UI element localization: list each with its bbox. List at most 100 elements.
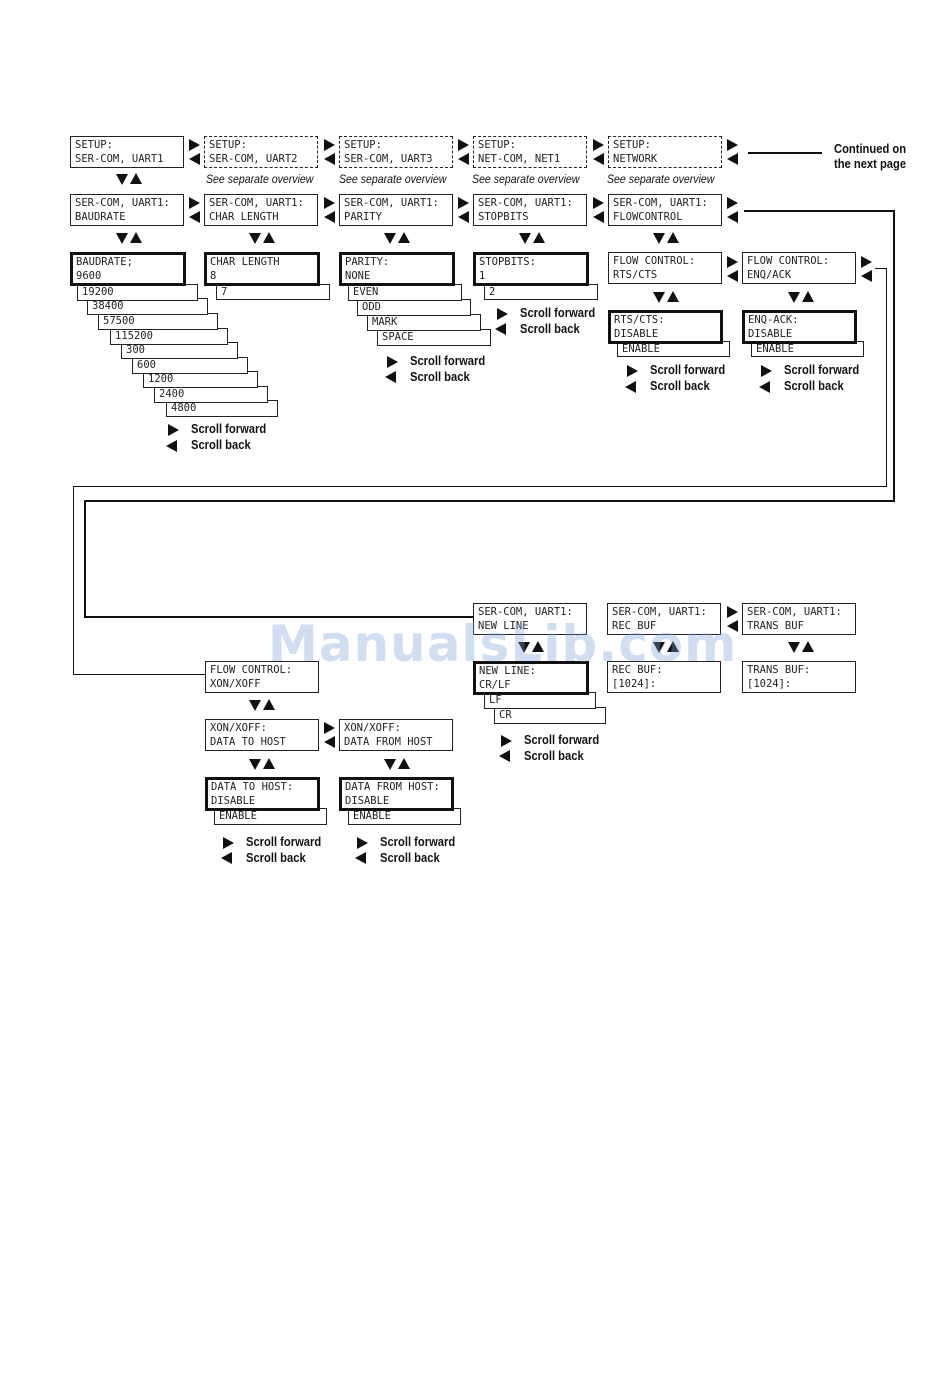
newline-selected-box: NEW LINE:CR/LF <box>473 661 589 695</box>
scroll-up-icon <box>130 232 142 243</box>
legend-forward-label: Scroll forward <box>380 834 456 849</box>
scroll-right-icon <box>324 139 335 151</box>
scroll-right-icon <box>324 197 335 209</box>
scroll-up-icon <box>263 758 275 769</box>
transbuf-menu-box: SER-COM, UART1:TRANS BUF <box>742 603 856 635</box>
option-box: ODD <box>357 299 471 316</box>
legend-forward-label: Scroll forward <box>524 732 600 747</box>
scroll-up-icon <box>802 291 814 302</box>
connector-line <box>73 674 206 675</box>
scroll-up-icon <box>263 699 275 710</box>
scroll-down-icon <box>116 174 128 185</box>
scroll-down-icon <box>653 292 665 303</box>
legend-back-label: Scroll back <box>380 850 440 865</box>
scroll-right-icon <box>727 197 738 209</box>
option-box: MARK <box>367 314 481 331</box>
scroll-right-icon <box>727 606 738 618</box>
scroll-right-icon <box>727 256 738 268</box>
legend-back-label: Scroll back <box>524 748 584 763</box>
scroll-left-icon <box>727 153 738 165</box>
legend-back-label: Scroll back <box>191 437 251 452</box>
connector-line <box>744 210 894 212</box>
scroll-left-icon <box>324 736 335 748</box>
scroll-back-icon <box>355 852 366 864</box>
scroll-forward-icon <box>761 365 772 377</box>
option-box: 115200 <box>110 328 228 345</box>
scroll-right-icon <box>458 197 469 209</box>
parity-menu-box: SER-COM, UART1:PARITY <box>339 194 453 226</box>
legend-forward-label: Scroll forward <box>784 362 860 377</box>
scroll-down-icon <box>518 642 530 653</box>
scroll-left-icon <box>324 211 335 223</box>
connector-line <box>893 210 895 502</box>
option-box: EVEN <box>348 284 462 301</box>
option-box: 7 <box>216 284 330 300</box>
scroll-up-icon <box>532 641 544 652</box>
legend-back-label: Scroll back <box>650 378 710 393</box>
flow-xonxoff-box: FLOW CONTROL:XON/XOFF <box>205 661 319 693</box>
baudrate-menu-box: SER-COM, UART1:BAUDRATE <box>70 194 184 226</box>
see-overview-note: See separate overview <box>472 172 580 186</box>
scroll-up-icon <box>398 232 410 243</box>
scroll-forward-icon <box>357 837 368 849</box>
connector-line <box>84 616 474 618</box>
scroll-forward-icon <box>627 365 638 377</box>
setup-net1-box: SETUP:NET-COM, NET1 <box>473 136 587 168</box>
watermark: ManualsLib.com <box>268 615 738 673</box>
scroll-back-icon <box>625 381 636 393</box>
setup-network-box: SETUP:NETWORK <box>608 136 722 168</box>
scroll-back-icon <box>759 381 770 393</box>
option-box: CR <box>494 707 606 724</box>
stopbits-menu-box: SER-COM, UART1:STOPBITS <box>473 194 587 226</box>
scroll-right-icon <box>727 139 738 151</box>
xon-to-host-box: XON/XOFF:DATA TO HOST <box>205 719 319 751</box>
scroll-right-icon <box>458 139 469 151</box>
flow-enqack-box: FLOW CONTROL:ENQ/ACK <box>742 252 856 284</box>
flow-rtscts-box: FLOW CONTROL:RTS/CTS <box>608 252 722 284</box>
scroll-right-icon <box>593 197 604 209</box>
scroll-down-icon <box>788 292 800 303</box>
scroll-down-icon <box>116 233 128 244</box>
scroll-back-icon <box>499 750 510 762</box>
scroll-left-icon <box>189 211 200 223</box>
scroll-up-icon <box>130 173 142 184</box>
scroll-back-icon <box>385 371 396 383</box>
continued-line <box>748 152 822 154</box>
legend-back-label: Scroll back <box>520 321 580 336</box>
scroll-down-icon <box>249 759 261 770</box>
option-box: 57500 <box>98 313 218 330</box>
option-box: SPACE <box>377 329 491 346</box>
scroll-back-icon <box>495 323 506 335</box>
scroll-forward-icon <box>501 735 512 747</box>
scroll-left-icon <box>593 211 604 223</box>
scroll-left-icon <box>324 153 335 165</box>
scroll-down-icon <box>384 233 396 244</box>
scroll-down-icon <box>519 233 531 244</box>
scroll-down-icon <box>249 700 261 711</box>
see-overview-note: See separate overview <box>206 172 314 186</box>
enqack-selected-box: ENQ-ACK:DISABLE <box>742 310 857 344</box>
scroll-left-icon <box>861 270 872 282</box>
transbuf-value-box: TRANS BUF:[1024]: <box>742 661 856 693</box>
scroll-right-icon <box>324 722 335 734</box>
scroll-down-icon <box>653 642 665 653</box>
scroll-up-icon <box>263 232 275 243</box>
scroll-right-icon <box>189 197 200 209</box>
scroll-left-icon <box>727 270 738 282</box>
scroll-down-icon <box>249 233 261 244</box>
charlength-menu-box: SER-COM, UART1:CHAR LENGTH <box>204 194 318 226</box>
see-overview-note: See separate overview <box>339 172 447 186</box>
recbuf-menu-box: SER-COM, UART1:REC BUF <box>607 603 721 635</box>
rtscts-selected-box: RTS/CTS:DISABLE <box>608 310 723 344</box>
scroll-up-icon <box>667 291 679 302</box>
legend-forward-label: Scroll forward <box>410 353 486 368</box>
xon-from-host-box: XON/XOFF:DATA FROM HOST <box>339 719 453 751</box>
scroll-up-icon <box>667 232 679 243</box>
legend-forward-label: Scroll forward <box>650 362 726 377</box>
option-box: ENABLE <box>751 341 864 357</box>
legend-forward-label: Scroll forward <box>520 305 596 320</box>
scroll-right-icon <box>593 139 604 151</box>
scroll-back-icon <box>166 440 177 452</box>
scroll-left-icon <box>727 211 738 223</box>
